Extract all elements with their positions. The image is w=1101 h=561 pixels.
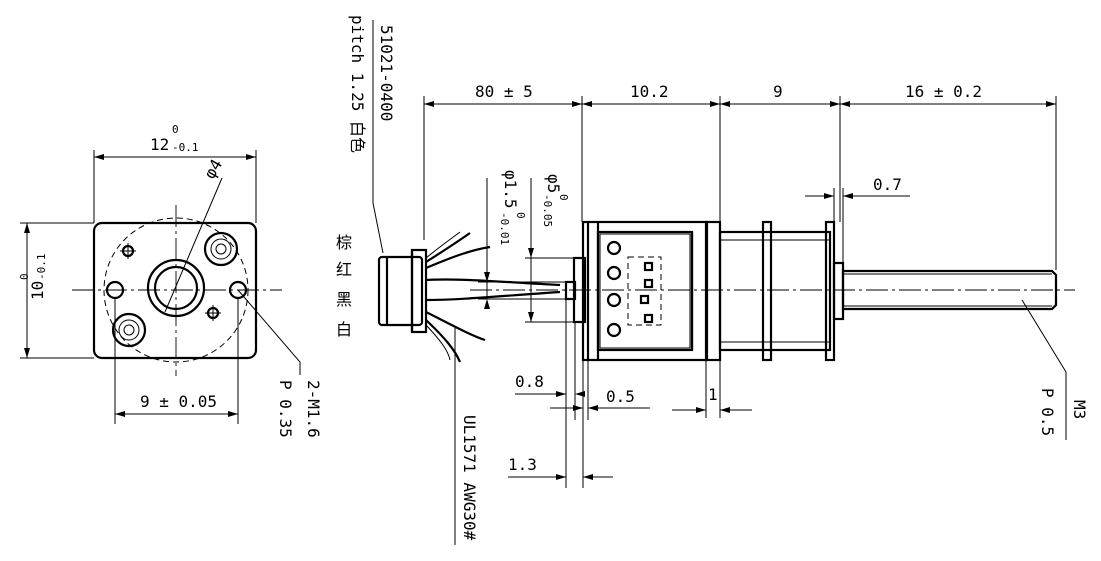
terminal-2 bbox=[606, 265, 622, 281]
central-boss bbox=[146, 258, 206, 318]
rear-shaft-dia-dim: φ1.5 bbox=[501, 170, 520, 209]
gearbox-length-dim: 9 bbox=[773, 82, 783, 101]
rear-boss-length-dim: 0.8 bbox=[515, 372, 544, 391]
connector-and-wires bbox=[377, 231, 561, 363]
rear-shaft-length-dim: 1.3 bbox=[508, 455, 537, 474]
flange-thickness-dim: 1 bbox=[708, 385, 718, 404]
wire-color-black: 黑 bbox=[336, 290, 352, 309]
pad-4 bbox=[643, 313, 654, 324]
svg-text:-0.1: -0.1 bbox=[35, 254, 48, 281]
shaft-thread-spec: M3 bbox=[1070, 400, 1089, 419]
motor-length-dim: 10.2 bbox=[630, 82, 669, 101]
side-view: 80 ± 5 10.2 9 16 ± 0.2 0.7 φ5 0 -0.05 φ1… bbox=[423, 82, 1089, 488]
front-view: 12 0 -0.1 10 0 -0.1 9 ± 0.05 φ4 2-M1.6 P… bbox=[18, 123, 323, 438]
gear-top-right bbox=[203, 231, 239, 267]
end-cap bbox=[596, 230, 694, 352]
gear-ring-1 bbox=[761, 220, 773, 362]
hole-spacing-dim: 9 ± 0.05 bbox=[140, 392, 217, 411]
pad-3 bbox=[639, 294, 650, 305]
svg-text:0: 0 bbox=[172, 123, 179, 136]
rear-boss bbox=[572, 256, 587, 324]
boss-dia-dim: φ5 bbox=[544, 174, 563, 193]
svg-text:0: 0 bbox=[514, 212, 527, 219]
pad-1 bbox=[643, 261, 654, 272]
wire-color-white: 白 bbox=[336, 320, 352, 339]
wire-color-red: 红 bbox=[336, 260, 352, 279]
rear-plate-gap-dim: 0.5 bbox=[606, 387, 635, 406]
svg-text:-0.01: -0.01 bbox=[498, 212, 511, 245]
svg-text:0: 0 bbox=[18, 273, 31, 280]
washer bbox=[832, 261, 845, 321]
connector-labels: 51021-0400 pitch 1.25 白色 棕 红 黑 白 UL1571 … bbox=[336, 15, 479, 545]
wire-color-brown: 棕 bbox=[336, 233, 352, 252]
terminal-1 bbox=[606, 240, 622, 256]
shaft-length-dim: 16 ± 0.2 bbox=[905, 82, 982, 101]
svg-text:-0.1: -0.1 bbox=[172, 141, 199, 154]
washer-dim: 0.7 bbox=[873, 175, 902, 194]
terminal-3 bbox=[606, 292, 622, 308]
shaft-thread-pitch: P 0.5 bbox=[1038, 388, 1057, 436]
thread-pitch: P 0.35 bbox=[276, 380, 295, 438]
lead-length-dim: 80 ± 5 bbox=[475, 82, 533, 101]
connector-pitch-note: pitch 1.25 白色 bbox=[348, 15, 367, 153]
gearbox-body bbox=[718, 230, 832, 352]
terminal-4 bbox=[606, 322, 622, 338]
height-dim: 10 bbox=[28, 281, 47, 300]
output-shaft bbox=[841, 269, 1058, 311]
gear-bottom-left bbox=[111, 312, 147, 348]
front-body-outline bbox=[92, 221, 258, 360]
cable-spec: UL1571 AWG30# bbox=[460, 415, 479, 541]
screw-bottom-right bbox=[205, 305, 221, 321]
thread-spec: 2-M1.6 bbox=[304, 380, 323, 438]
connector-housing bbox=[377, 255, 424, 327]
svg-text:0: 0 bbox=[557, 194, 570, 201]
width-dim: 12 bbox=[150, 135, 169, 154]
pad-2 bbox=[643, 278, 654, 289]
connector-part-no: 51021-0400 bbox=[377, 25, 396, 121]
shaft-dia-label: φ4 bbox=[200, 156, 226, 182]
motor-body bbox=[581, 220, 709, 362]
screw-top-left bbox=[120, 243, 136, 259]
svg-text:-0.05: -0.05 bbox=[541, 194, 554, 227]
